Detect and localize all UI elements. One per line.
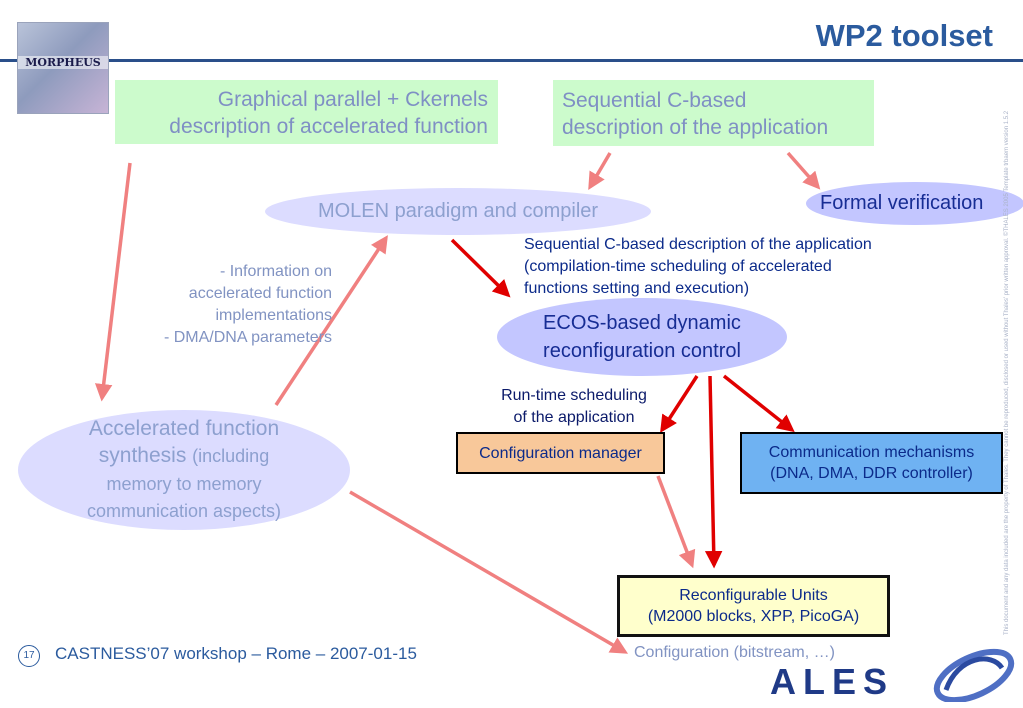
sequential-line-2: description of the application	[562, 116, 829, 139]
arrow-sequential-to-formal	[786, 151, 821, 190]
runtime-line-1: Run-time scheduling	[501, 387, 647, 404]
configuration-manager-box: Configuration manager	[456, 432, 665, 474]
header-rule	[0, 59, 1023, 62]
accelerated-synthesis-ellipse: Accelerated function synthesis (includin…	[18, 410, 350, 530]
footer-text: CASTNESS’07 workshop – Rome – 2007-01-15	[55, 644, 417, 663]
arrow-molen-to-ecos	[450, 238, 511, 298]
graphical-line-2: description of accelerated function	[169, 115, 488, 138]
seq-detail-line-1: Sequential C-based description of the ap…	[524, 236, 872, 253]
formal-verification-ellipse: Formal verification	[806, 182, 1023, 225]
accel-line-2-small: (including	[192, 446, 270, 466]
sequential-line-1: Sequential C-based	[562, 89, 747, 112]
accel-line-1: Accelerated function	[88, 417, 280, 440]
info-line-3: implementations	[215, 307, 333, 324]
accel-line-3: memory to memory	[106, 474, 262, 494]
info-line-1: - Information on	[219, 263, 332, 280]
molen-ellipse: MOLEN paradigm and compiler	[265, 188, 651, 235]
logo-text: MORPHEUS	[18, 56, 108, 69]
accel-line-2-main: synthesis	[98, 444, 193, 467]
accel-line-4: communication aspects)	[86, 501, 282, 521]
sequential-description-box: Sequential C-based description of the ap…	[553, 80, 874, 146]
seq-detail-line-3: functions setting and execution)	[524, 280, 750, 297]
runtime-scheduling-note: Run-time scheduling of the application	[490, 385, 658, 429]
sequential-detail-note: Sequential C-based description of the ap…	[524, 234, 934, 300]
communication-mechanisms-box: Communication mechanisms (DNA, DMA, DDR …	[740, 432, 1003, 494]
ales-logo-text: ALES	[770, 661, 895, 702]
reconfigurable-line-2: (M2000 blocks, XPP, PicoGA)	[647, 608, 860, 625]
runtime-line-2: of the application	[513, 409, 635, 426]
ecos-line-2: reconfiguration control	[543, 340, 741, 362]
accel-line-2: synthesis (including	[87, 442, 281, 471]
info-line-2: accelerated function	[188, 285, 332, 302]
configuration-bitstream-label: Configuration (bitstream, …)	[634, 644, 835, 661]
reconfigurable-line-1: Reconfigurable Units	[679, 587, 828, 604]
arrow-ecos-to-reconfigurable	[704, 375, 723, 569]
molen-label: MOLEN paradigm and compiler	[317, 200, 599, 222]
communication-line-1: Communication mechanisms	[768, 444, 975, 461]
arrow-sequential-to-molen	[588, 152, 612, 191]
ecos-line-1: ECOS-based dynamic	[543, 312, 741, 334]
arrow-accel-to-configuration	[349, 490, 629, 654]
arrow-ecos-to-config-manager	[660, 375, 699, 433]
morpheus-logo: MORPHEUS	[17, 22, 109, 114]
info-line-4: - DMA/DNA parameters	[163, 329, 332, 346]
slide-title: WP2 toolset	[815, 18, 993, 53]
arrow-config-manager-to-reconfigurable	[656, 475, 696, 569]
page-number: 17	[18, 645, 40, 667]
arrow-ecos-to-communication	[722, 374, 795, 433]
communication-line-2: (DNA, DMA, DDR controller)	[770, 465, 973, 482]
arrow-accel-to-molen	[274, 235, 388, 406]
graphical-description-box: Graphical parallel + Ckernels descriptio…	[115, 80, 498, 144]
information-note: - Information on accelerated function im…	[120, 261, 332, 349]
arrow-graphical-to-accel	[94, 162, 132, 402]
reconfigurable-units-box: Reconfigurable Units (M2000 blocks, XPP,…	[617, 575, 890, 637]
formal-verification-label: Formal verification	[820, 192, 984, 214]
confidentiality-note: This document and any data included are …	[1004, 110, 1018, 635]
configuration-manager-label: Configuration manager	[479, 444, 642, 462]
graphical-line-1: Graphical parallel + Ckernels	[217, 88, 488, 111]
confidentiality-text: This document and any data included are …	[1004, 110, 1010, 635]
seq-detail-line-2: (compilation-time scheduling of accelera…	[524, 258, 832, 275]
ales-swirl-icon	[933, 648, 1015, 702]
ecos-ellipse: ECOS-based dynamic reconfiguration contr…	[497, 298, 787, 376]
